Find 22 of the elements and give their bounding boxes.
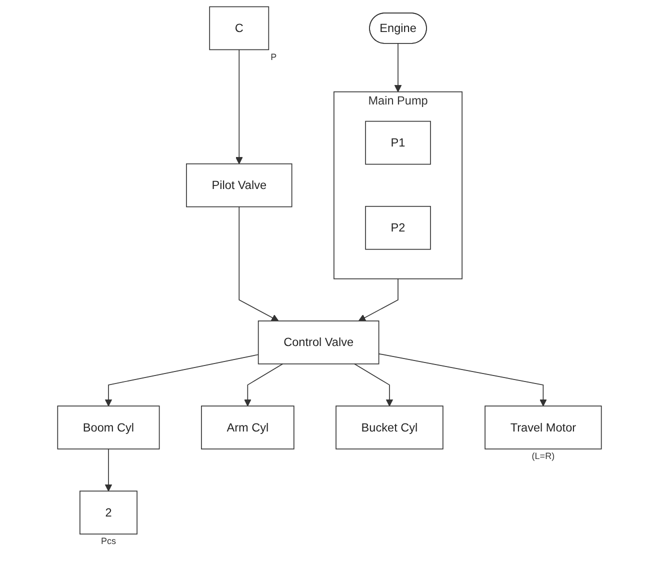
arrow	[104, 354, 259, 406]
arrow	[394, 42, 402, 92]
side-note: Pcs	[100, 536, 116, 546]
node-box: 2	[80, 490, 138, 534]
side-note: (L=R)	[532, 450, 555, 461]
node-box: Travel Motor	[484, 406, 602, 450]
node-box: Boom Cyl	[57, 406, 160, 450]
node-box: Control Valve	[258, 320, 380, 364]
arrow	[378, 353, 547, 406]
arrow	[235, 49, 243, 164]
arrow	[104, 448, 112, 492]
node-box: Pilot Valve	[186, 163, 292, 208]
node-box: P1	[365, 120, 431, 165]
arrow	[354, 363, 394, 406]
node-box: P2	[365, 206, 431, 250]
arrow	[244, 363, 284, 406]
node-box: Bucket Cyl	[336, 406, 444, 450]
node-box: C	[209, 6, 270, 50]
arrow	[358, 278, 398, 322]
arrow	[238, 206, 279, 322]
node-box: Arm Cyl	[201, 406, 294, 450]
side-note: P	[270, 52, 277, 62]
